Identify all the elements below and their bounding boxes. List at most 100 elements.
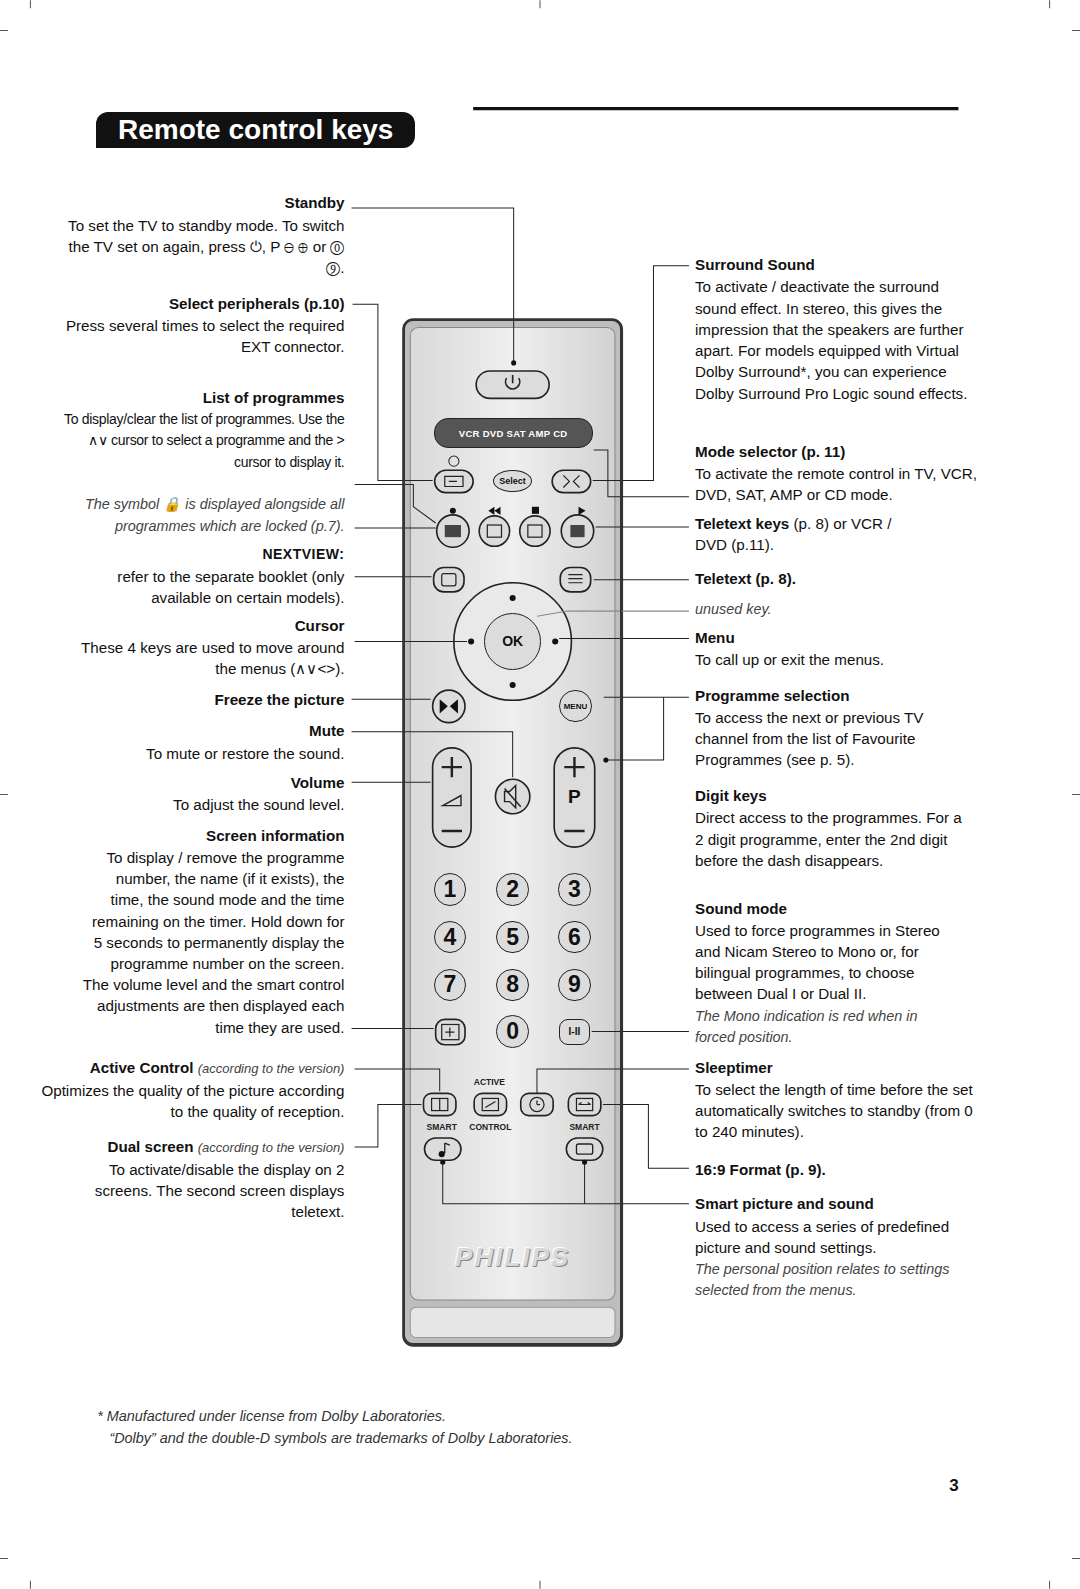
callout-text: To activate the remote control in TV, VC… xyxy=(695,463,979,505)
callout-text: To adjust the sound level. xyxy=(61,794,345,815)
key-label: MENU xyxy=(564,702,588,711)
callout-note: (according to the version) xyxy=(198,1140,345,1155)
callout-text: Used to access a series of predefined pi… xyxy=(695,1216,969,1258)
remote-key: VCR DVD SAT AMP CD xyxy=(434,418,593,447)
key-label: 5 xyxy=(506,924,519,951)
key-label: 4 xyxy=(443,924,456,951)
digit-key: 8 xyxy=(496,969,528,1001)
callout-text: Smart picture and sound xyxy=(695,1193,979,1214)
callout-text: * Manufactured under license from Dolby … xyxy=(97,1406,806,1427)
callout-heading: NEXTVIEW: xyxy=(262,546,344,562)
callout-heading: Optimizes the quality of the picture acc… xyxy=(41,1082,344,1120)
callout-heading: Standby xyxy=(285,194,345,211)
callout-text: Mode selector (p. 11) xyxy=(695,441,979,462)
callout-heading: SMART xyxy=(427,1122,457,1132)
key-label: I-II xyxy=(569,1026,581,1037)
remote-key: I-II xyxy=(559,1019,589,1044)
callout-text: Direct access to the programmes. For a 2… xyxy=(695,807,969,871)
callout-heading: To select the length of time before the … xyxy=(695,1081,973,1140)
remote-key: P xyxy=(554,748,595,847)
key-label: Select xyxy=(499,476,526,486)
callout-heading: Press several times to select the requir… xyxy=(66,317,345,355)
callout-heading: refer to the separate booklet (only avai… xyxy=(117,568,344,606)
callout-heading: Programme selection xyxy=(695,687,849,704)
callout-text: “Dolby” and the double-D symbols are tra… xyxy=(109,1428,818,1449)
callout-heading: The symbol 🔒 is displayed alongside all … xyxy=(85,496,345,533)
callout-heading: 3 xyxy=(949,1476,958,1495)
callout-heading: Screen information xyxy=(206,827,344,844)
callout-heading: Sleeptimer xyxy=(695,1059,773,1076)
callout-text: These 4 keys are used to move around the… xyxy=(61,637,345,679)
callout-text: Programme selection xyxy=(695,685,979,706)
leader-dots xyxy=(440,360,608,1164)
callout-text: To activate / deactivate the surround so… xyxy=(695,276,974,403)
callout-heading: Direct access to the programmes. For a 2… xyxy=(695,809,962,868)
callout-heading: To adjust the sound level. xyxy=(173,796,344,813)
callout-text: Teletext keys (p. 8) or VCR / DVD (p.11)… xyxy=(695,513,898,555)
callout-heading: The Mono indication is red when in force… xyxy=(695,1008,917,1045)
key-label: 9 xyxy=(568,971,581,998)
callout-heading: Sound mode xyxy=(695,900,787,917)
callout-text: Freeze the picture xyxy=(61,689,345,710)
callout-heading: Used to access a series of predefined pi… xyxy=(695,1218,949,1256)
digit-key: 9 xyxy=(558,969,590,1001)
callout-heading: Active Control xyxy=(90,1059,194,1076)
callout-heading: Smart picture and sound xyxy=(695,1195,874,1212)
callout-text: The personal position relates to setting… xyxy=(695,1259,958,1301)
callout-text: Teletext (p. 8). xyxy=(695,568,979,589)
callout-heading: ACTIVE xyxy=(474,1077,505,1087)
key-label: OK xyxy=(502,633,523,649)
callout-heading: Select peripherals (p.10) xyxy=(169,295,345,312)
callout-heading: Dual screen xyxy=(107,1138,193,1155)
digit-key: 7 xyxy=(434,969,466,1001)
digit-key: 0 xyxy=(496,1015,528,1047)
callout-heading: Cursor xyxy=(295,617,345,634)
title-rule xyxy=(473,107,958,110)
remote-body: PHILIPSVCR DVD SAT AMP CDSelectOKMENUP12… xyxy=(403,319,622,1345)
callout-heading: SMART xyxy=(569,1122,599,1132)
callout-text: Standby xyxy=(61,192,345,213)
callout-heading: CONTROL xyxy=(469,1122,511,1132)
callout-heading: * Manufactured under license from Dolby … xyxy=(97,1408,446,1424)
remote-key: OK xyxy=(484,613,541,670)
title-banner: Remote control keys xyxy=(96,112,415,148)
leader-lines xyxy=(352,208,689,1204)
callout-heading: To set the TV to standby mode. To switch… xyxy=(68,217,344,276)
callout-text: To display/clear the list of programmes.… xyxy=(61,409,345,473)
callout-heading: To access the next or previous TV channe… xyxy=(695,709,924,768)
callout-text: 16:9 Format (p. 9). xyxy=(695,1159,979,1180)
callout-text: To display / remove the programme number… xyxy=(81,847,344,1038)
callout-text: Sound mode xyxy=(695,898,979,919)
digit-key: 1 xyxy=(434,873,466,905)
callout-heading: 16:9 Format (p. 9). xyxy=(695,1161,826,1178)
callout-text: NEXTVIEW: xyxy=(61,544,345,565)
key-label: 0 xyxy=(506,1018,519,1045)
callout-text: SMART xyxy=(569,1122,599,1132)
digit-key: 5 xyxy=(496,921,528,953)
callout-text: Sleeptimer xyxy=(695,1057,979,1078)
callout-text: unused key. xyxy=(695,599,979,620)
callout-text: Press several times to select the requir… xyxy=(61,315,345,357)
callout-heading: Mode selector (p. 11) xyxy=(695,443,845,460)
callout-heading: To activate / deactivate the surround so… xyxy=(695,278,967,401)
callout-text: 3 xyxy=(949,1475,979,1496)
brand-name: PHILIPS xyxy=(455,1242,570,1273)
callout-text: To select the length of time before the … xyxy=(695,1079,979,1143)
callout-heading: These 4 keys are used to move around the… xyxy=(81,639,344,677)
callout-text: To mute or restore the sound. xyxy=(61,743,345,764)
callout-text: Cursor xyxy=(61,615,345,636)
callout-text: Menu xyxy=(695,627,979,648)
callout-note: (according to the version) xyxy=(198,1061,345,1076)
callout-heading: Volume xyxy=(291,774,345,791)
digit-key: 4 xyxy=(434,921,466,953)
callout-text: ACTIVE xyxy=(474,1077,505,1087)
callout-heading: To display/clear the list of programmes.… xyxy=(64,411,345,469)
callout-heading: The personal position relates to setting… xyxy=(695,1261,949,1298)
callout-heading: Freeze the picture xyxy=(214,691,344,708)
callout-text: The Mono indication is red when in force… xyxy=(695,1006,958,1048)
remote-key: Select xyxy=(493,470,531,492)
callout-text: SMART xyxy=(427,1122,457,1132)
callout-heading: To display / remove the programme number… xyxy=(83,849,345,1036)
callout-heading: Menu xyxy=(695,629,735,646)
